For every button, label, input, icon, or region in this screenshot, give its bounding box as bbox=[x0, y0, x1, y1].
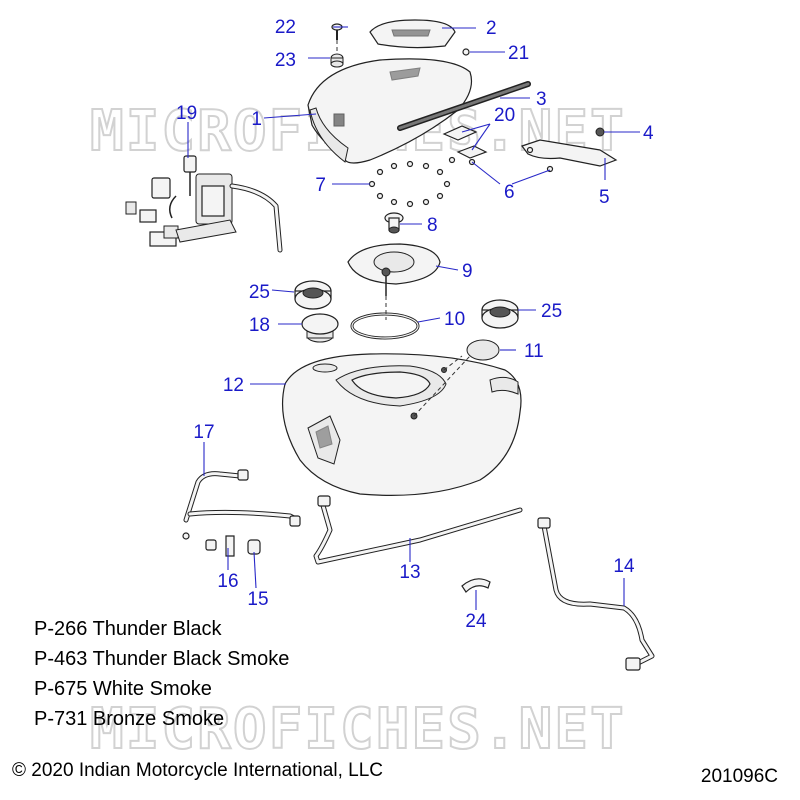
part-19-fuel-pump bbox=[125, 155, 283, 253]
part-3-strip bbox=[397, 81, 531, 131]
assembly-lines bbox=[336, 40, 471, 417]
callout-10: 10 bbox=[444, 309, 465, 330]
part-17-hose bbox=[183, 469, 301, 527]
callout-23: 23 bbox=[275, 50, 296, 71]
part-8-valve bbox=[384, 212, 404, 234]
part-14-fuel-line bbox=[537, 517, 655, 671]
paint-code-item: P-731 Bronze Smoke bbox=[34, 708, 225, 730]
paint-code-list: P-266 Thunder Black P-463 Thunder Black … bbox=[34, 614, 289, 734]
part-16-fitting bbox=[182, 532, 235, 557]
callout-21: 21 bbox=[508, 43, 529, 64]
callout-20: 20 bbox=[494, 105, 515, 126]
paint-code-item: P-675 White Smoke bbox=[34, 678, 212, 700]
part-24-clip bbox=[461, 578, 491, 593]
part-15-fitting bbox=[247, 539, 261, 555]
part-5-bracket bbox=[521, 139, 618, 167]
part-2-cover-plate bbox=[369, 19, 456, 49]
callout-25-left: 25 bbox=[249, 282, 270, 303]
part-7-screws bbox=[368, 160, 451, 208]
part-21-screw bbox=[462, 48, 470, 56]
callout-7: 7 bbox=[315, 175, 326, 196]
fiche-id: 201096C bbox=[700, 766, 778, 787]
callout-15: 15 bbox=[247, 589, 268, 610]
part-23-grommet bbox=[330, 53, 344, 68]
callout-25-right: 25 bbox=[541, 301, 562, 322]
callout-2: 2 bbox=[486, 18, 497, 39]
callout-6: 6 bbox=[504, 182, 515, 203]
callout-9: 9 bbox=[462, 261, 473, 282]
part-6-nuts bbox=[448, 146, 554, 173]
callout-17: 17 bbox=[193, 422, 214, 443]
callout-12: 12 bbox=[223, 375, 244, 396]
paint-code-item: P-266 Thunder Black bbox=[34, 618, 222, 640]
part-20-brackets bbox=[442, 125, 488, 159]
leader-lines bbox=[187, 26, 640, 610]
part-18-fuel-cap bbox=[301, 313, 339, 343]
part-22-screw bbox=[331, 23, 343, 40]
callout-13: 13 bbox=[399, 562, 420, 583]
callout-24: 24 bbox=[465, 611, 487, 632]
callout-5: 5 bbox=[599, 187, 610, 208]
copyright-notice: © 2020 Indian Motorcycle International, … bbox=[12, 760, 383, 781]
part-25-gasket-left bbox=[294, 280, 332, 310]
callout-11: 11 bbox=[524, 341, 544, 362]
part-10-oring bbox=[350, 312, 420, 340]
callout-4: 4 bbox=[643, 123, 654, 144]
part-13-vent-line bbox=[313, 495, 523, 565]
callout-18: 18 bbox=[249, 315, 270, 336]
part-11-cap-plate bbox=[466, 339, 500, 361]
watermark-bottom: MICROFICHES.NET bbox=[90, 697, 626, 762]
callout-1: 1 bbox=[251, 109, 262, 130]
callout-19: 19 bbox=[176, 103, 197, 124]
part-4-screw bbox=[595, 127, 605, 137]
part-25-gasket-right bbox=[481, 299, 519, 329]
callout-16: 16 bbox=[217, 571, 238, 592]
callout-8: 8 bbox=[427, 215, 438, 236]
callout-3: 3 bbox=[536, 89, 547, 110]
callout-14: 14 bbox=[613, 556, 635, 577]
callout-22: 22 bbox=[275, 17, 296, 38]
paint-code-item: P-463 Thunder Black Smoke bbox=[34, 648, 290, 670]
part-1-console-cover bbox=[307, 58, 473, 164]
part-9-flange bbox=[347, 243, 441, 296]
part-12-fuel-tank bbox=[281, 353, 522, 496]
